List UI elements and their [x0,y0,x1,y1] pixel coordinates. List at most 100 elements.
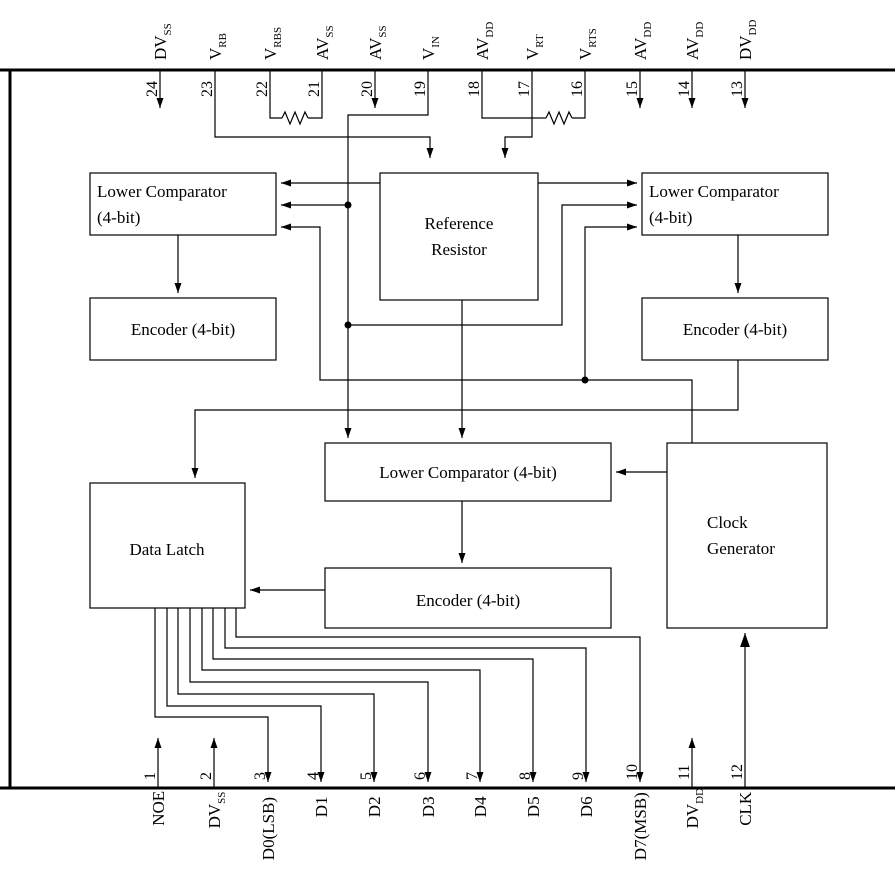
encoder-center-label: Encoder (4-bit) [416,591,520,610]
top-pin-name-subscript: DD [484,22,496,38]
bottom-pin-name: D5 [524,796,543,817]
bottom-pin-name: D1 [312,796,331,817]
top-pin-name-main: AV [313,37,332,60]
top-pin-name-main: AV [631,37,650,60]
bottom-pin-number: 12 [729,764,746,780]
top-pin-name-subscript: RB [217,33,229,48]
lower-comparator-right-label-1: Lower Comparator [649,182,779,201]
lower-comparator-right-block: Lower Comparator (4-bit) [641,172,829,236]
bottom-pin-name-main: DV [683,803,702,828]
top-pin-name-main: AV [366,37,385,60]
bottom-pin-name-main: D5 [524,796,543,817]
top-pin-name: AVSS [366,25,389,60]
top-pin-wires [156,70,749,438]
top-pin-name: VRBS [261,27,284,60]
top-pin-name: DVSS [151,23,174,60]
top-pin-name: AVSS [313,25,336,60]
top-pin-name: VIN [419,36,442,60]
bottom-pin-number: 5 [358,772,375,780]
encoder-left-block: Encoder (4-bit) [89,297,277,361]
bottom-pin-number: 10 [624,764,641,780]
bottom-pin-name-main: D1 [312,796,331,817]
bottom-pin-name-main: D4 [471,796,490,817]
bottom-pin-number: 11 [676,765,693,780]
bottom-pin-name-main: D3 [419,796,438,817]
clock-generator-label-2: Generator [707,539,775,558]
bottom-pin-number: 4 [305,772,322,780]
bottom-pin-number: 8 [517,772,534,780]
top-pin-number: 13 [729,81,746,97]
top-pin-number: 20 [359,81,376,97]
top-pin-name-subscript: SS [162,23,174,35]
top-pin-number: 19 [412,81,429,97]
clock-generator-block: Clock Generator [666,442,828,629]
top-pin-number: 18 [466,81,483,97]
bottom-pin-name: D4 [471,796,490,817]
top-pin-name-main: V [261,47,280,60]
top-pin-number: 24 [144,81,161,97]
top-pin-name: VRB [206,33,229,60]
bottom-pin-name-main: D2 [365,796,384,817]
bottom-pin-name: CLK [736,791,755,826]
encoder-left-label: Encoder (4-bit) [131,320,235,339]
top-pin-name-main: V [206,47,225,60]
top-pin-name-main: V [523,47,542,60]
bottom-pin-number: 7 [464,772,481,780]
top-pin-number: 23 [199,81,216,97]
top-pin-name-main: V [419,47,438,60]
bottom-pin-name: DVDD [683,788,706,829]
bottom-pin-name-main: CLK [736,791,755,826]
internal-wires [154,179,750,788]
bottom-pin-name-main: D6 [577,796,596,817]
top-pin-name-subscript: RBS [272,27,284,48]
encoder-right-label: Encoder (4-bit) [683,320,787,339]
encoder-right-block: Encoder (4-bit) [641,297,829,361]
top-pin-labels: DVSS24VRB23VRBS22AVSS21AVSS20VIN19AVDD18… [144,19,759,97]
top-pin-name-subscript: SS [377,25,389,37]
top-pin-name-main: DV [736,35,755,60]
top-pin-name: AVDD [631,22,654,60]
top-pin-name-subscript: DD [694,22,706,38]
reference-resistor-block: Reference Resistor [379,172,539,301]
data-latch-label: Data Latch [129,540,205,559]
top-pin-number: 14 [676,81,693,97]
reference-resistor-label-1: Reference [425,214,494,233]
top-pin-name-subscript: DD [642,22,654,38]
bottom-pin-name-main: DV [205,803,224,828]
lower-comparator-left-label-1: Lower Comparator [97,182,227,201]
chip-outline [0,68,895,790]
bottom-pin-name-main: D7(MSB) [631,792,650,860]
bottom-pin-name-main: D0(LSB) [259,797,278,860]
bottom-pin-labels: 1NOE2DVSS3D0(LSB)4D15D26D37D48D59D610D7(… [142,764,755,860]
bottom-pin-name: D6 [577,796,596,817]
bottom-pin-name-subscript: SS [216,792,228,804]
top-pin-name: VRT [523,34,546,60]
top-pin-name: VRTS [576,28,599,60]
bottom-pin-name: D3 [419,796,438,817]
lower-comparator-center-block: Lower Comparator (4-bit) [324,442,612,502]
lower-comparator-right-label-2: (4-bit) [649,208,692,227]
top-pin-name-main: V [576,47,595,60]
top-pin-name: AVDD [473,22,496,60]
top-pin-number: 15 [624,81,641,97]
bottom-pin-name-subscript: DD [694,788,706,804]
top-pin-number: 17 [516,81,533,97]
clock-generator-label-1: Clock [707,513,748,532]
bottom-pin-name: D7(MSB) [631,792,650,860]
top-pin-name-subscript: SS [324,25,336,37]
bottom-pin-number: 1 [142,772,159,780]
bottom-pin-number: 2 [198,772,215,780]
bottom-pin-name: D0(LSB) [259,797,278,860]
bottom-pin-name-main: NOE [149,791,168,826]
top-pin-name: DVDD [736,19,759,60]
lower-comparator-center-label: Lower Comparator (4-bit) [379,463,557,482]
bottom-pin-number: 3 [252,772,269,780]
top-pin-name-main: DV [151,35,170,60]
top-pin-number: 21 [306,81,323,97]
top-pin-name-subscript: IN [430,36,442,48]
top-pin-name-subscript: RT [534,34,546,48]
reference-resistor-label-2: Resistor [431,240,487,259]
bottom-pin-name: D2 [365,796,384,817]
top-pin-name-main: AV [683,37,702,60]
